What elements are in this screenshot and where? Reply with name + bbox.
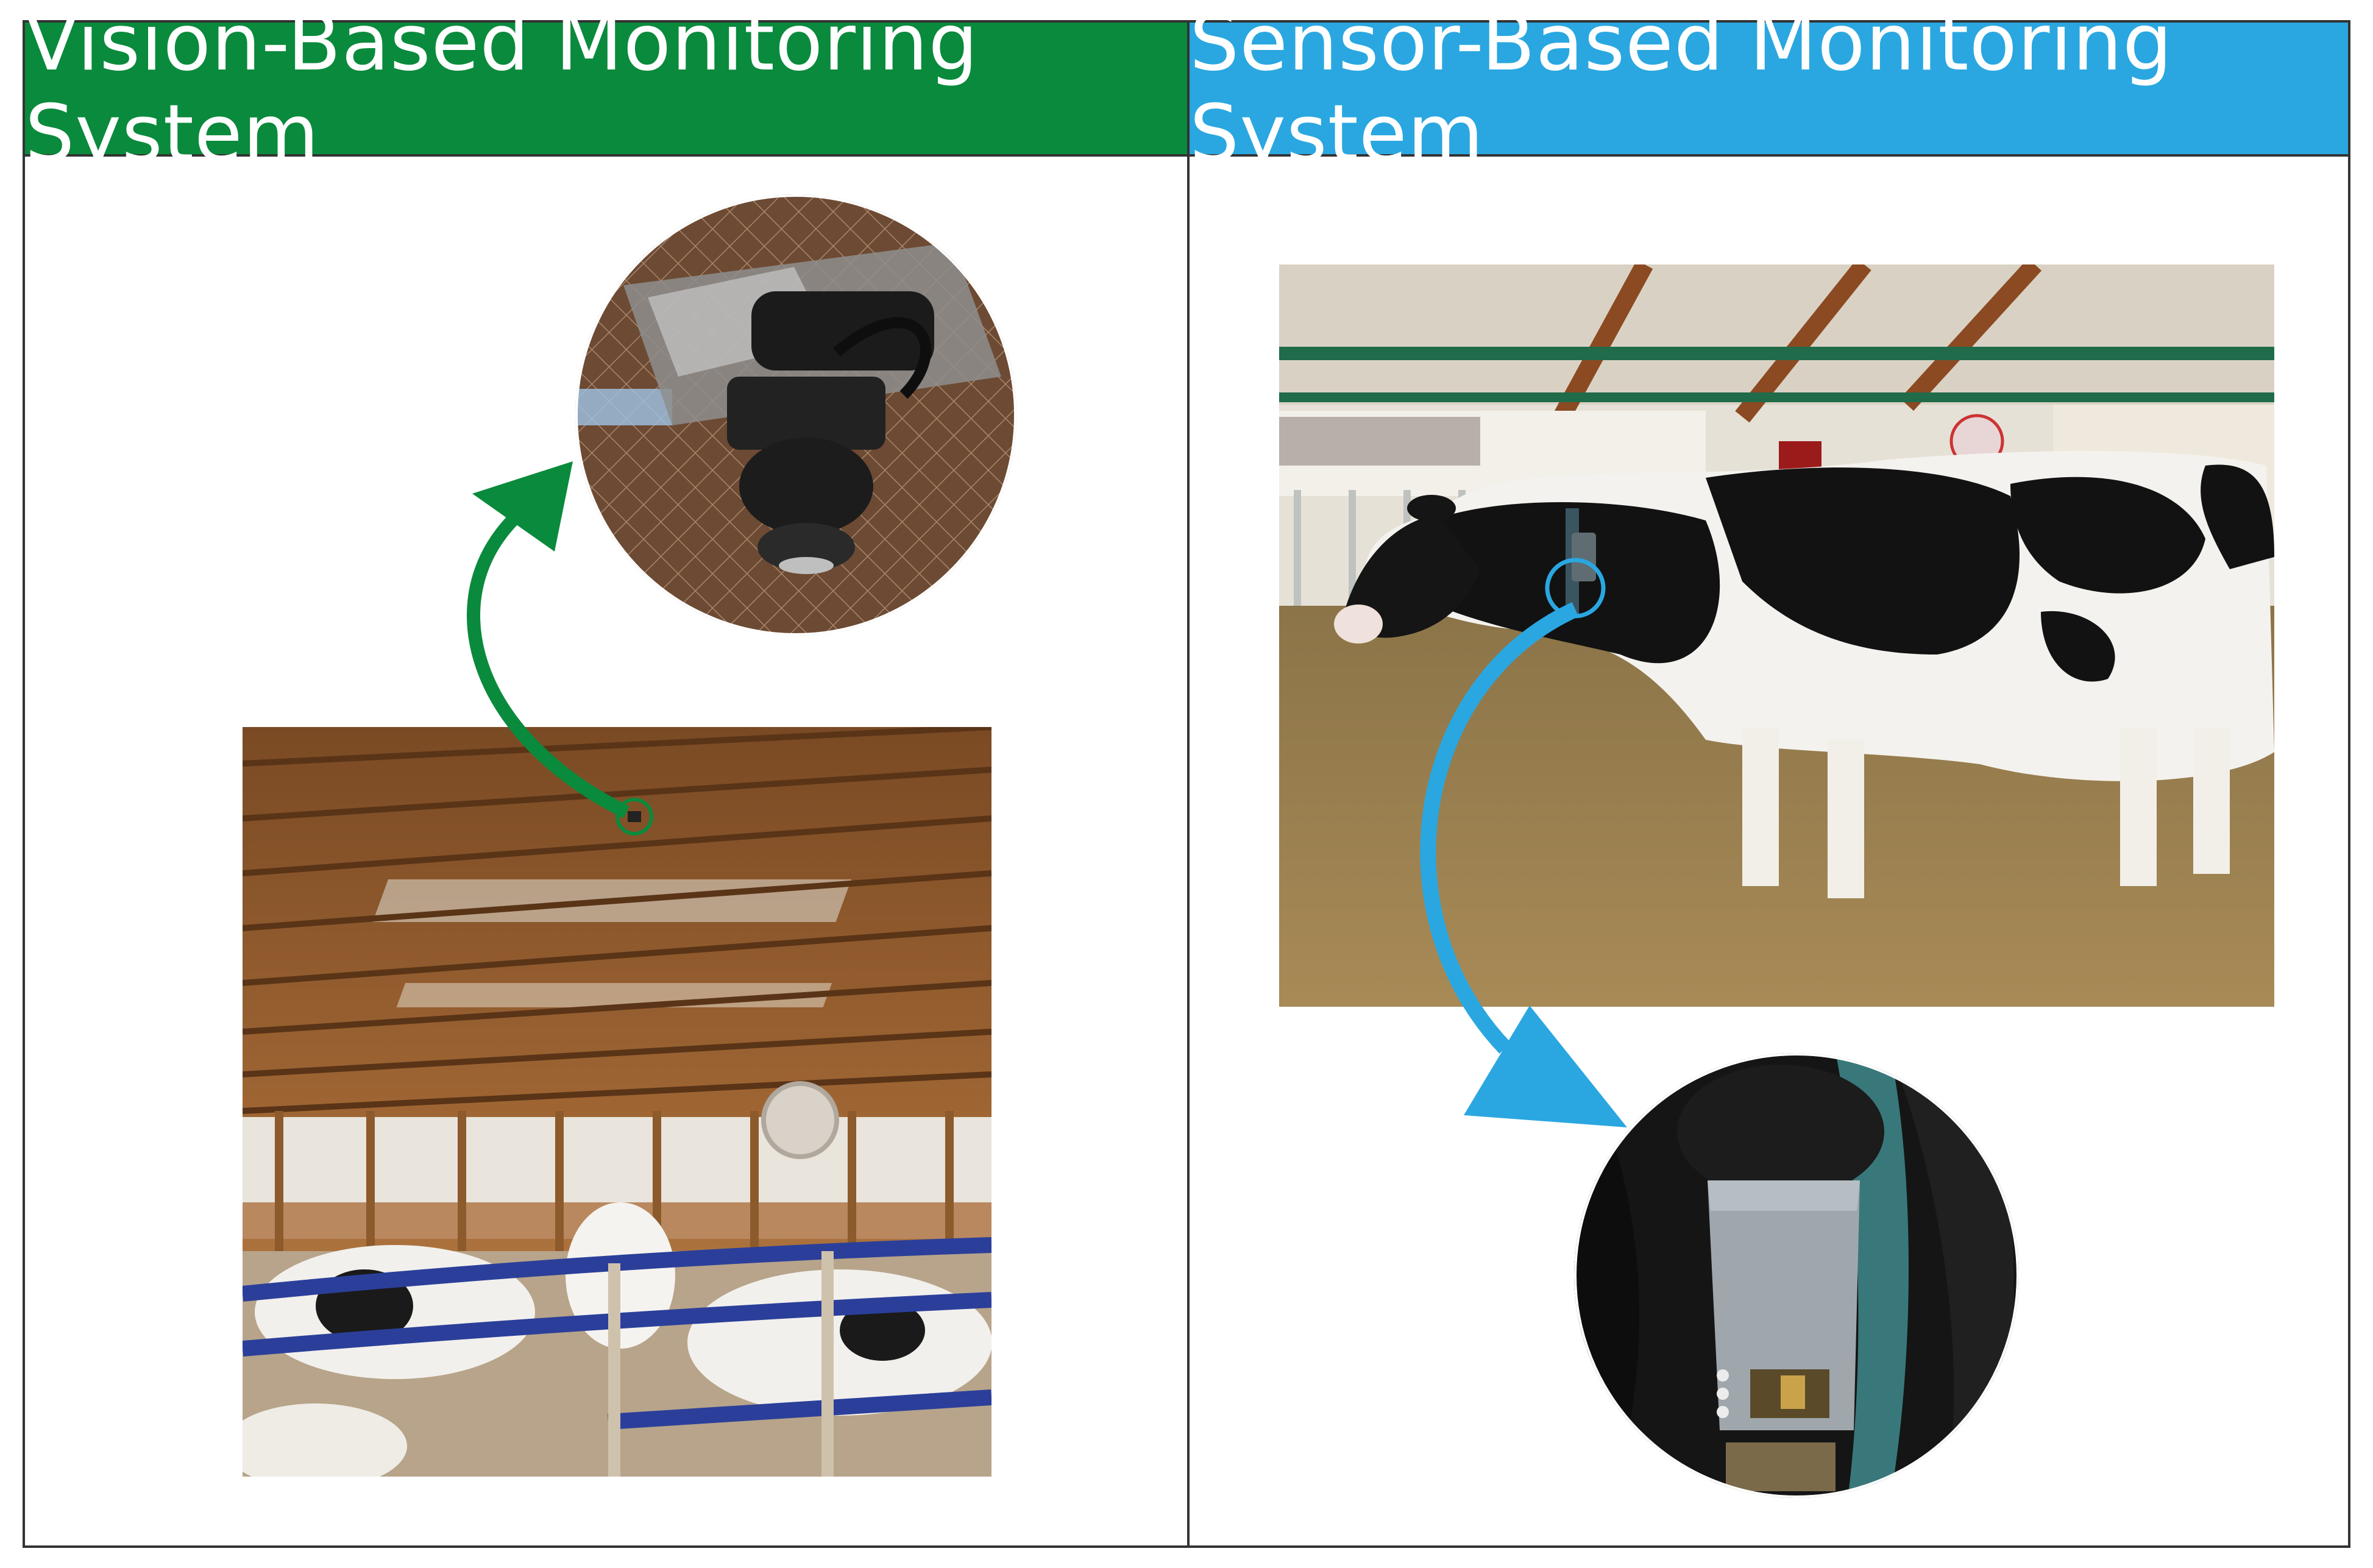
- vision-panel-title: Vision-Based Monitoring System: [25, 0, 979, 179]
- camera-location-marker: [615, 798, 653, 835]
- barn-interior-photo: [243, 727, 991, 1477]
- tag-location-marker: [1545, 558, 1606, 619]
- panel-divider: [1187, 20, 1190, 1548]
- camera-closeup: [575, 194, 1016, 636]
- vision-panel-header: Vision-Based Monitoring System: [25, 0, 1187, 179]
- cow-photo: [1279, 264, 2274, 1007]
- sensor-tag-closeup: [1574, 1053, 2019, 1498]
- sensor-panel-header: Sensor-Based Monitoring System: [1190, 0, 2348, 179]
- sensor-panel-title: Sensor-Based Monitoring System: [1190, 0, 2173, 179]
